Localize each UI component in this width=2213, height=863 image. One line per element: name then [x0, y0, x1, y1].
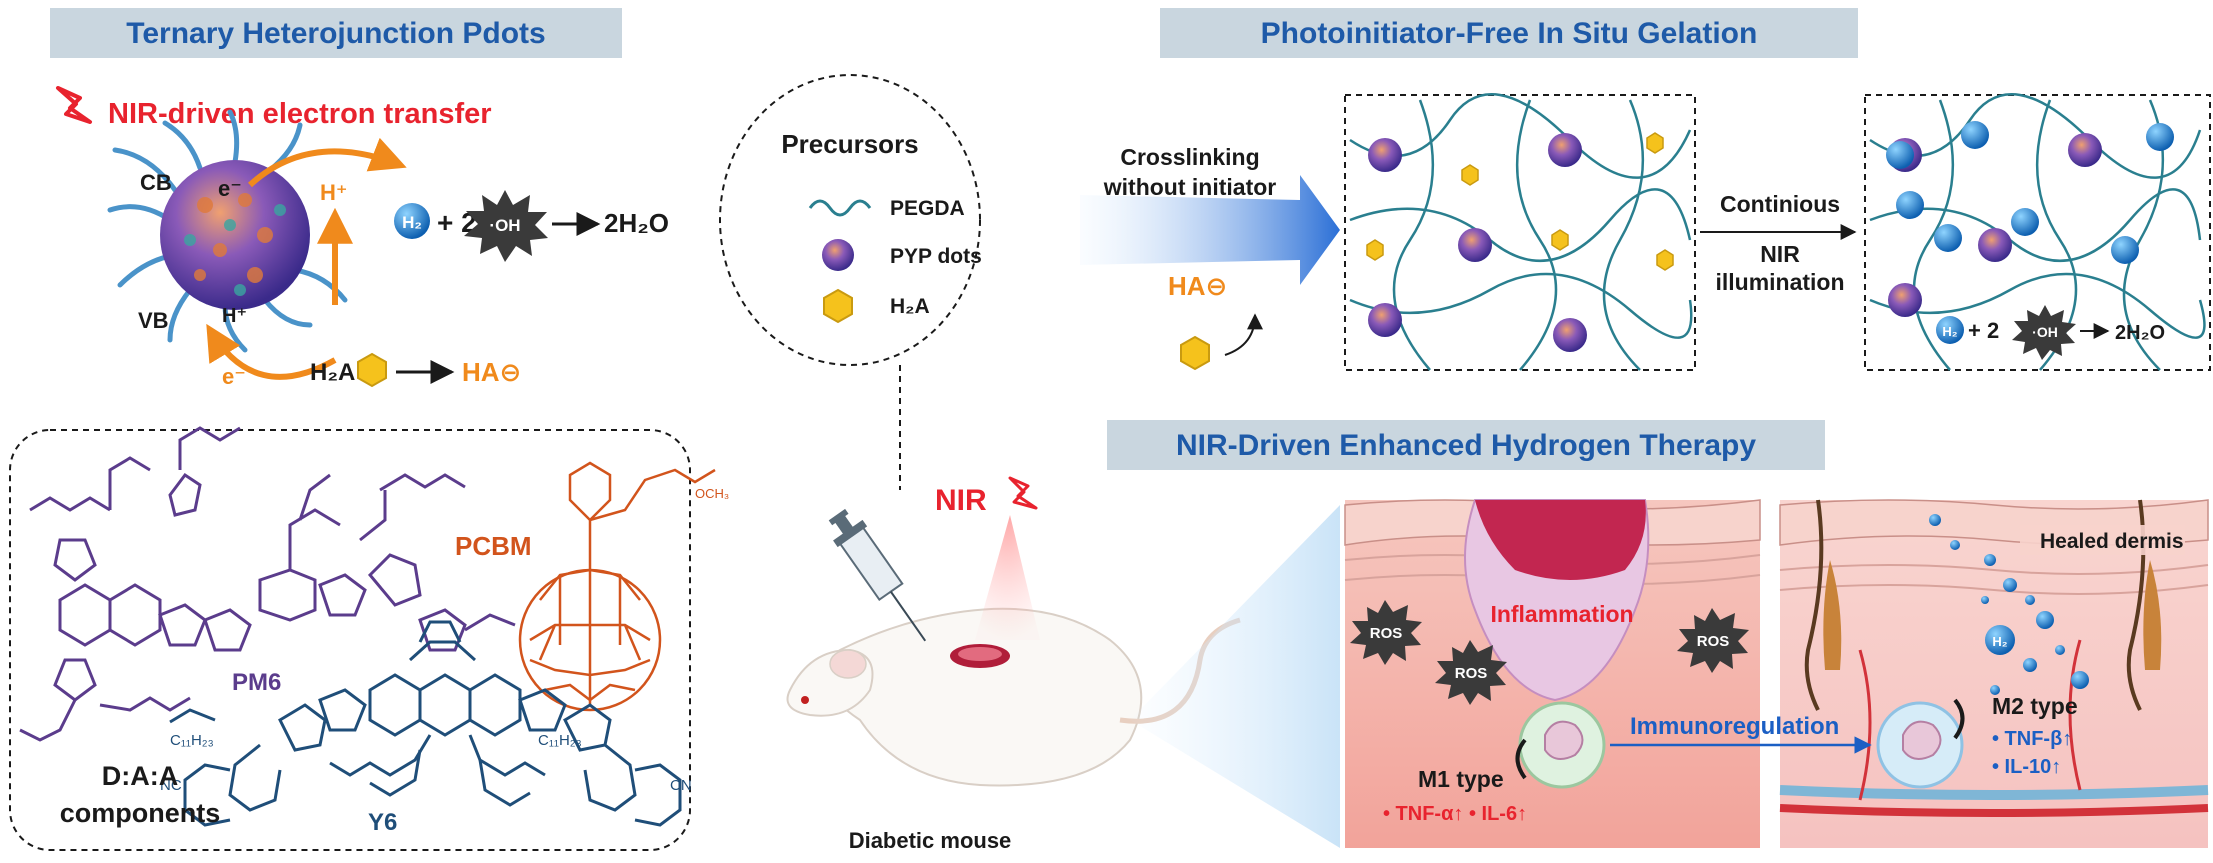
zoom-cone — [1130, 505, 1340, 848]
electron-to-h2-arrow — [247, 137, 407, 188]
gel-h2a-curved-arrow — [1224, 313, 1263, 356]
vb-label: VB — [138, 308, 169, 333]
therapy-title: NIR-Driven Enhanced Hydrogen Therapy — [1176, 429, 1756, 462]
c11h23-label-right: C₁₁H₂₃ — [538, 732, 582, 749]
components-label-line1: D:A:A — [102, 761, 178, 791]
e-minus-label: e⁻ — [222, 364, 246, 389]
gelation-title: Photoinitiator-Free In Situ Gelation — [1261, 17, 1758, 50]
electron-back-arrow — [206, 323, 337, 380]
m1-type-label: M1 type — [1418, 766, 1504, 792]
m1-macrophage-icon — [1518, 701, 1606, 789]
hydrogel-box-1 — [1344, 93, 1696, 371]
pcbm-structure — [518, 461, 716, 712]
h2-bubbles-skin — [1929, 514, 2089, 695]
crosslink-line2: without initiator — [1103, 174, 1277, 200]
m1-bracket — [1515, 738, 1527, 780]
components-box — [9, 429, 691, 851]
skin-inflamed-panel — [1344, 499, 1761, 848]
therapy-title-bar — [1107, 420, 1825, 470]
pm6-structure — [19, 426, 516, 742]
box2-plus2: + 2 — [1968, 318, 1999, 343]
mouse-label: Diabetic mouse — [849, 828, 1012, 853]
pm6-label: PM6 — [232, 669, 281, 696]
box2-hydroxyl-icon — [2012, 305, 2076, 360]
syringe-icon — [828, 508, 927, 642]
m2-marker-2: • IL-10↑ — [1992, 756, 2061, 778]
h2-bubbles-box2 — [1886, 121, 2174, 264]
legend-pegda: PEGDA — [890, 197, 965, 220]
h2-bubble-icon — [394, 203, 430, 239]
cb-label: CB — [140, 170, 172, 195]
c11h23-label-left: C₁₁H₂₃ — [170, 732, 214, 749]
nir-light-cone — [975, 515, 1040, 640]
electron-in-cb: e⁻ — [218, 176, 242, 201]
y6-structure — [169, 620, 682, 827]
healed-label-bg — [2020, 525, 2185, 555]
box2-water-label: 2H₂O — [2115, 322, 2165, 344]
hydroxyl-radical-icon — [464, 190, 548, 262]
continuous-label: Continious — [1720, 191, 1840, 217]
nir-mouse-lightning-icon — [1008, 476, 1038, 510]
healed-dermis-label: Healed dermis — [2040, 530, 2184, 553]
skin-h2-icon — [1985, 625, 2015, 655]
nc-label: NC — [160, 777, 182, 794]
m2-bracket — [1953, 698, 1965, 740]
h2-label: H₂ — [402, 213, 422, 232]
h2a-label: H₂A — [310, 359, 355, 386]
nir-label: NIR — [935, 484, 987, 517]
pdots-title: Ternary Heterojunction Pdots — [126, 17, 546, 50]
immunoregulation-label: Immunoregulation — [1630, 713, 1839, 740]
components-label-line2: components — [60, 798, 221, 828]
box2-h2-label: H₂ — [1942, 324, 1957, 339]
legend-pyp-dots: PYP dots — [890, 245, 982, 268]
gel-ha-anion-label: HA⊖ — [1168, 271, 1227, 301]
precursors-circle — [719, 74, 981, 366]
h-plus-label: H⁺ — [320, 180, 348, 205]
m2-macrophage-icon — [1876, 701, 1964, 789]
pdots-title-bar — [50, 8, 622, 58]
nir-illum-line2: illumination — [1715, 269, 1844, 295]
m1-markers: • TNF-α↑ • IL-6↑ — [1383, 803, 1527, 825]
gelation-title-bar — [1160, 8, 1858, 58]
m2-type-label: M2 type — [1992, 693, 2078, 719]
inflammation-label: Inflammation — [1490, 601, 1633, 627]
ha-anion-label: HA⊖ — [462, 357, 521, 387]
hole-in-vb: H⁺ — [222, 305, 247, 327]
legend-h2a: H₂A — [890, 295, 930, 318]
pcbm-label: PCBM — [455, 531, 532, 561]
h2a-hexagon-icon — [357, 352, 387, 388]
ros-label-1: ROS — [1370, 625, 1403, 642]
och3-label: OCH₃ — [695, 486, 729, 501]
ros-label-3: ROS — [1697, 633, 1730, 650]
skin-h2-label: H₂ — [1992, 634, 2007, 649]
gel-h2a-icon — [1180, 335, 1210, 371]
precursors-title: Precursors — [781, 129, 918, 159]
ros-badges — [1350, 600, 1749, 705]
nir-illum-line1: NIR — [1760, 241, 1800, 267]
y6-label: Y6 — [368, 809, 397, 836]
oh-label: ·OH — [489, 216, 520, 235]
m2-marker-1: • TNF-β↑ — [1992, 728, 2072, 750]
crosslinking-arrow — [1080, 175, 1340, 285]
nir-lightning-icon — [56, 86, 92, 124]
crosslink-line1: Crosslinking — [1120, 144, 1259, 170]
ros-label-2: ROS — [1455, 665, 1488, 682]
h2a-legend-icon — [823, 288, 853, 324]
cn-label: CN — [670, 777, 692, 794]
box2-oh-label: ·OH — [2032, 324, 2058, 340]
pyp-dot-icon — [822, 239, 854, 271]
box2-h2-icon — [1936, 316, 1964, 344]
pegda-line-icon — [808, 199, 872, 217]
water-product-label: 2H₂O — [604, 208, 669, 238]
